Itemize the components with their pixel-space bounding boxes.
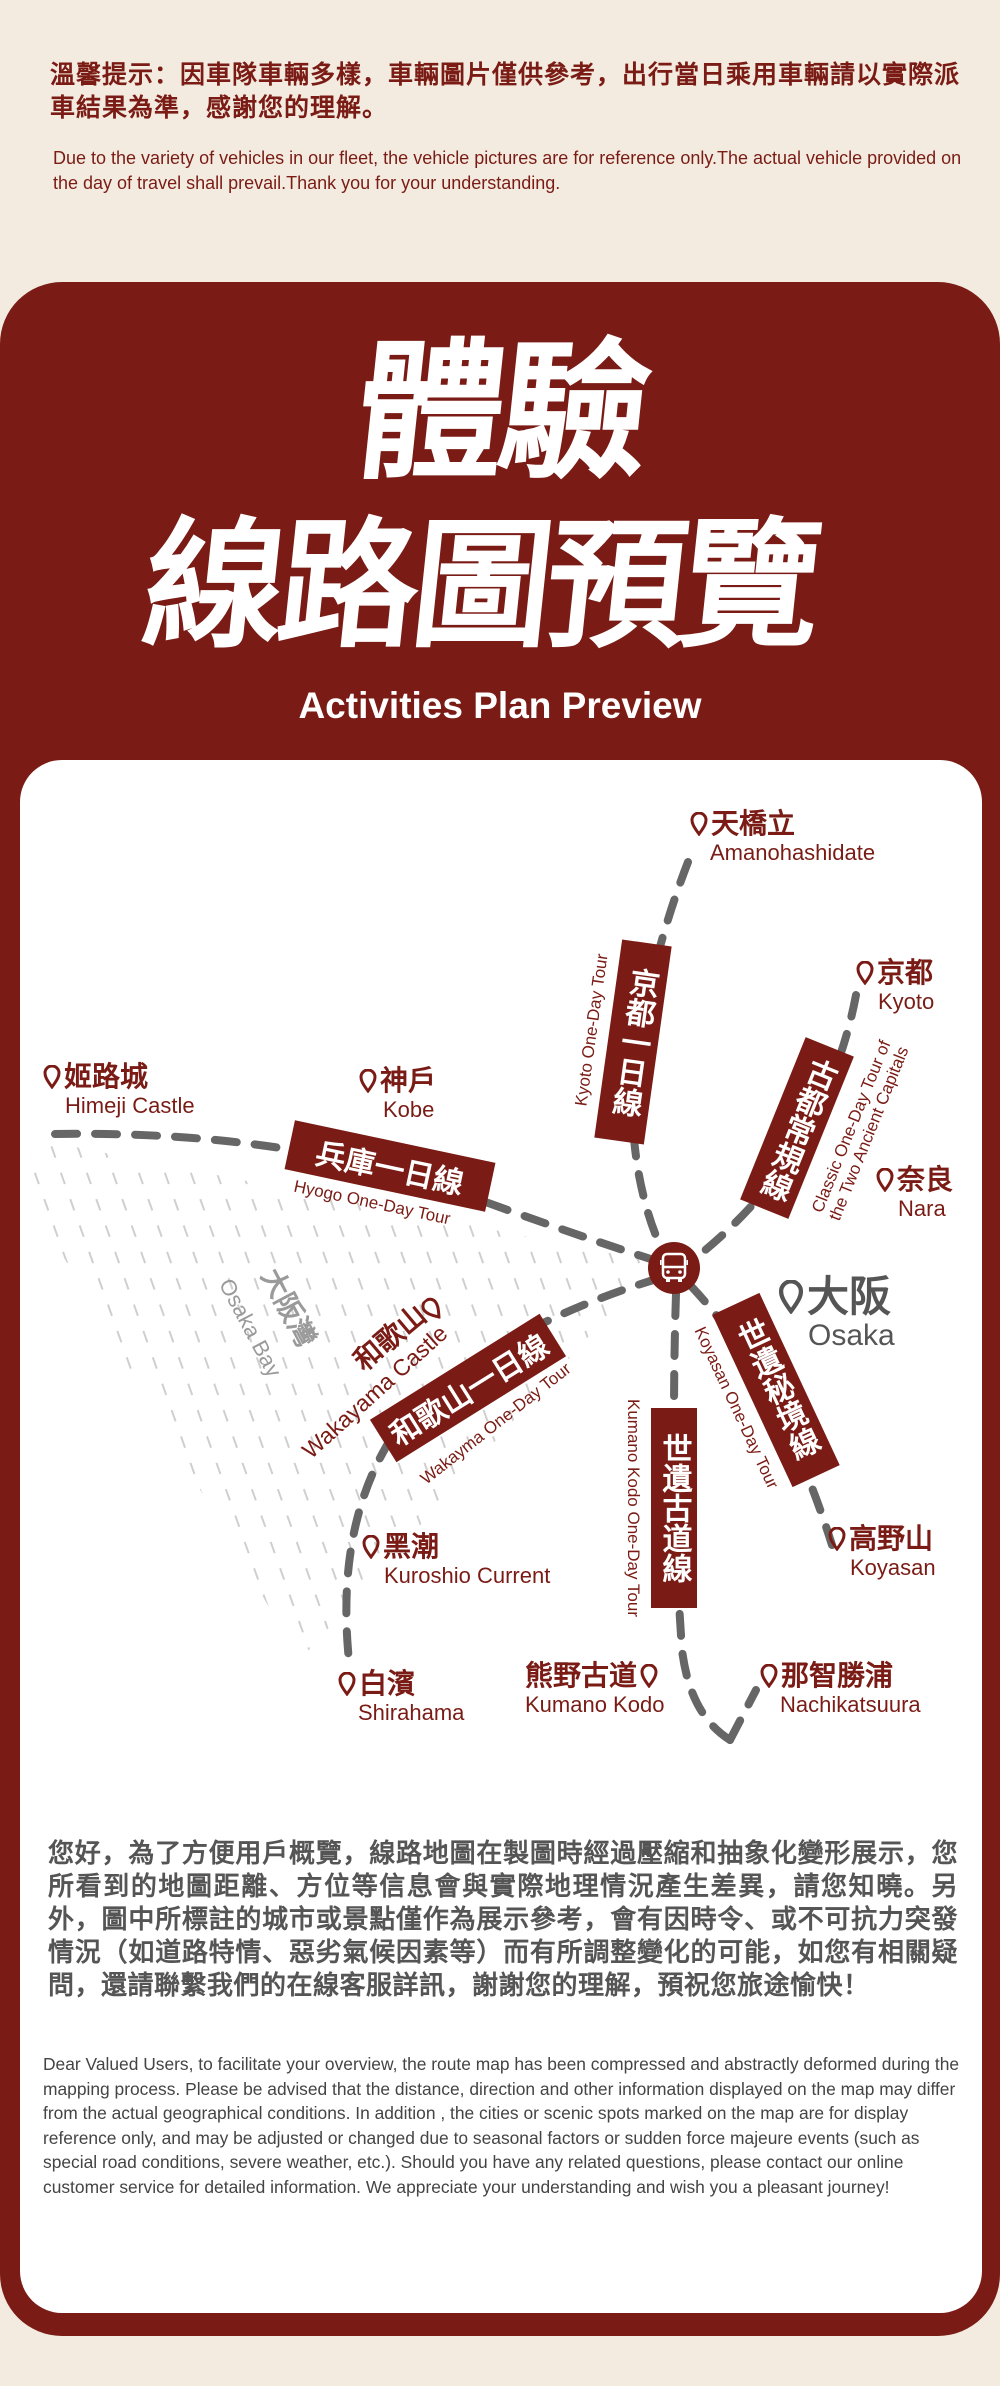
place-cn: 姬路城 <box>64 1060 149 1093</box>
map-pin-icon <box>690 812 708 836</box>
hatch-line <box>93 1138 295 1660</box>
place-en: Osaka <box>808 1319 895 1352</box>
place-cn: 黑潮 <box>383 1530 440 1563</box>
place-en: Amanohashidate <box>710 840 876 865</box>
place-wakayama[interactable]: 和歌山 <box>344 1281 450 1379</box>
subtitle: Activities Plan Preview <box>298 685 702 726</box>
place-cn: 天橋立 <box>711 807 796 840</box>
map-pin-icon <box>828 1527 846 1551</box>
place-cn: 京都 <box>877 956 934 989</box>
notice-english: Due to the variety of vehicles in our fl… <box>53 148 962 193</box>
map-pin-icon <box>43 1065 61 1089</box>
map-pin-icon <box>876 1168 894 1192</box>
hatch-line <box>0 1120 8 1680</box>
path-himeji <box>51 1129 664 1266</box>
place-cn: 那智勝浦 <box>781 1659 894 1692</box>
hatch-line <box>30 1138 165 1660</box>
bus-hub <box>648 1242 700 1294</box>
place-en: Kumano Kodo <box>525 1692 665 1717</box>
place-en: Nachikatsuura <box>780 1692 921 1717</box>
hatch-line <box>30 1138 87 1660</box>
hatch-line <box>30 1138 191 1660</box>
route-kumano-label: 世遺古道線 <box>656 1433 692 1583</box>
place-en: Koyasan <box>850 1555 936 1580</box>
map-pin-icon <box>359 1069 377 1093</box>
map-pin-icon <box>338 1672 356 1696</box>
place-cn: 高野山 <box>849 1522 934 1555</box>
place-en: Kuroshio Current <box>384 1563 551 1588</box>
notice-chinese: 溫馨提示：因車隊車輛多樣，車輛圖片僅供參考，出行當日乘用車輛請以實際派車結果為準… <box>50 60 961 122</box>
route-kumano-banner[interactable]: 世遺古道線 <box>651 1408 697 1608</box>
place-en: Kyoto <box>878 989 935 1014</box>
hatch-line <box>30 1138 35 1660</box>
map-pin-icon <box>362 1535 380 1559</box>
hatch-line <box>30 1138 139 1660</box>
place-en: Kobe <box>383 1097 435 1122</box>
path-nachi <box>726 1686 760 1744</box>
path-wakayama <box>342 1274 664 1674</box>
place-cn: 神戶 <box>380 1064 437 1097</box>
place-cn: 奈良 <box>897 1163 954 1196</box>
hatch-line <box>30 1138 217 1660</box>
map-pin-icon <box>760 1664 778 1688</box>
disclaimer-chinese: 您好，為了方便用戶概覽，線路地圖在製圖時經過壓縮和抽象化變形展示，您所看到的地圖… <box>48 1839 958 2001</box>
route-kumano-en: Kumano Kodo One-Day Tour <box>624 1399 643 1617</box>
hatch-line <box>30 1138 113 1660</box>
place-cn: 白濱 <box>359 1667 416 1700</box>
place-en: Shirahama <box>358 1700 465 1725</box>
hatch-line <box>41 1138 243 1660</box>
hatch-line <box>145 1138 347 1660</box>
hatch-line <box>119 1138 321 1660</box>
place-cn: 大阪 <box>807 1272 892 1321</box>
hatch-line <box>30 1138 61 1660</box>
place-en: Himeji Castle <box>65 1093 195 1118</box>
map-pin-icon <box>856 961 874 985</box>
map-panel <box>20 760 982 2313</box>
place-en: Nara <box>898 1196 946 1221</box>
bus-icon <box>660 1252 688 1282</box>
place-cn: 熊野古道 <box>525 1659 638 1692</box>
disclaimer-english: Dear Valued Users, to facilitate your ov… <box>43 2054 960 2197</box>
map-pin-icon <box>778 1280 804 1314</box>
hatch-line <box>67 1138 269 1660</box>
map-pin-icon <box>421 1297 441 1319</box>
map-pin-icon <box>640 1664 658 1688</box>
